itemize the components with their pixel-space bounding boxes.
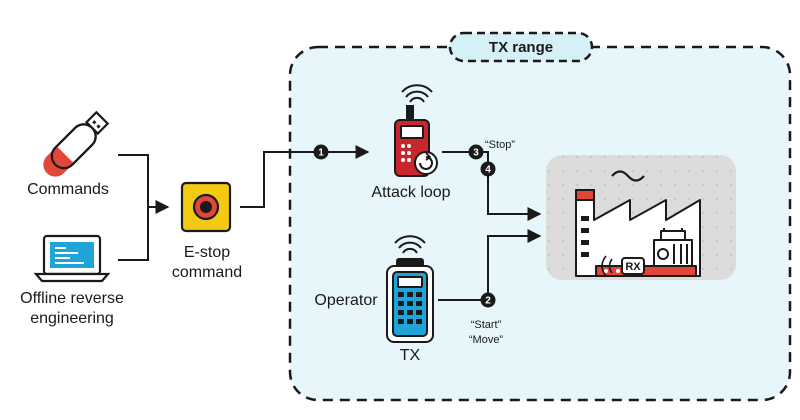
estop-label-line1: E-stop bbox=[184, 244, 230, 261]
rx-label: RX bbox=[625, 261, 641, 273]
step-4-marker: 4 bbox=[480, 161, 496, 177]
stop-message: “Stop” bbox=[485, 139, 515, 151]
operator-remote-icon bbox=[386, 235, 434, 343]
start-message: “Start” bbox=[471, 319, 502, 331]
laptop-icon bbox=[33, 234, 111, 283]
estop-label-line2: command bbox=[172, 264, 242, 281]
step-3-marker: 3 bbox=[468, 144, 484, 160]
operator-to-factory-line bbox=[438, 229, 542, 301]
rx-receiver: RX bbox=[601, 255, 645, 277]
step-2-number: 2 bbox=[485, 296, 491, 307]
step-1-marker: 1 bbox=[313, 144, 329, 160]
step-2-marker: 2 bbox=[480, 292, 496, 308]
tx-range-title: TX range bbox=[489, 39, 553, 56]
offline-label-line1: Offline reverse bbox=[20, 290, 124, 307]
attack-to-factory-line bbox=[442, 151, 542, 221]
tx-label: TX bbox=[400, 347, 421, 364]
move-message: “Move” bbox=[469, 334, 504, 346]
step-1-number: 1 bbox=[318, 148, 324, 159]
attack-loop-label: Attack loop bbox=[371, 184, 450, 201]
step-3-number: 3 bbox=[473, 148, 479, 159]
operator-label: Operator bbox=[314, 292, 378, 309]
tx-range-badge: TX range bbox=[448, 31, 594, 63]
factory-icon bbox=[575, 170, 701, 277]
step-4-number: 4 bbox=[485, 165, 491, 176]
commands-label: Commands bbox=[27, 181, 109, 198]
offline-label-line2: engineering bbox=[30, 310, 114, 327]
attack-loop-device-icon bbox=[394, 84, 438, 177]
input-connector bbox=[118, 154, 170, 261]
usb-drive-icon bbox=[43, 110, 110, 177]
e-stop-button-icon bbox=[180, 181, 232, 233]
